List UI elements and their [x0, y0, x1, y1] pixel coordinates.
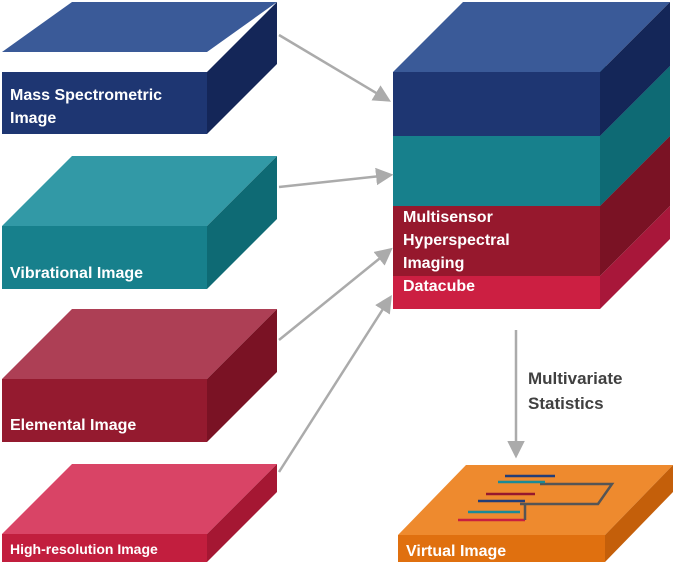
- vibrational-front: [2, 226, 207, 289]
- datacube-label-line1: Multisensor: [403, 209, 493, 226]
- high-res-label: High-resolution Image: [10, 541, 158, 557]
- elemental-top: [2, 309, 277, 379]
- cube-layer-2-side: [600, 66, 670, 206]
- cube-layer-2-front: [393, 136, 600, 206]
- virtual-top: [398, 465, 673, 535]
- mass-spec-top: [2, 2, 277, 52]
- high-res-top: [2, 464, 277, 534]
- vibrational-side: [207, 156, 277, 289]
- elemental-block: [2, 309, 277, 442]
- arrows: [277, 33, 525, 473]
- vibrational-block: [2, 156, 277, 289]
- arrow-mass-spec: [278, 33, 392, 102]
- virtual-image-block: [398, 465, 673, 562]
- elemental-label: Elemental Image: [10, 417, 137, 434]
- mass-spec-label: Mass Spectrometric Image: [10, 84, 162, 130]
- elemental-front: [2, 379, 207, 442]
- mass-spec-front: [2, 72, 207, 134]
- statistics-label-line2: Statistics: [528, 394, 604, 413]
- arrow-high-res: [277, 295, 392, 473]
- virtual-side: [605, 465, 673, 562]
- cube-layer-1-front: [393, 72, 600, 136]
- virtual-image-label: Virtual Image: [406, 543, 507, 560]
- mass-spec-block: [2, 2, 277, 134]
- high-res-block: [2, 464, 277, 562]
- datacube-label-line3: Imaging: [403, 255, 465, 272]
- datacube-label-line2: Hyperspectral: [403, 232, 510, 249]
- datacube-label: Multisensor Hyperspectral Imaging Datacu…: [403, 206, 510, 298]
- cube-layer-1-top: [393, 2, 670, 72]
- high-res-side: [207, 464, 277, 562]
- high-res-front: [2, 534, 207, 562]
- vibrational-top: [2, 156, 277, 226]
- cube-layer-3-side: [600, 136, 670, 276]
- mass-spec-label-line1: Mass Spectrometric: [10, 87, 163, 104]
- arrow-elemental: [278, 247, 393, 341]
- dendrogram-icon: [458, 474, 615, 522]
- datacube-stack: [393, 2, 670, 309]
- statistics-label-line1: Multivariate: [528, 369, 623, 388]
- arrow-vibrational: [278, 167, 394, 189]
- vibrational-label: Vibrational Image: [10, 265, 144, 282]
- mass-spec-label-line2: Image: [10, 110, 57, 127]
- statistics-label: Multivariate Statistics: [528, 366, 622, 416]
- cube-layer-3-front: [393, 206, 600, 276]
- virtual-front: [398, 535, 605, 562]
- cube-layer-1-side: [600, 2, 670, 136]
- elemental-side: [207, 309, 277, 442]
- datacube-label-line4: Datacube: [403, 278, 476, 295]
- cube-layer-4-front: [393, 276, 600, 309]
- mass-spec-side: [207, 2, 277, 134]
- cube-layer-4-side: [600, 206, 670, 309]
